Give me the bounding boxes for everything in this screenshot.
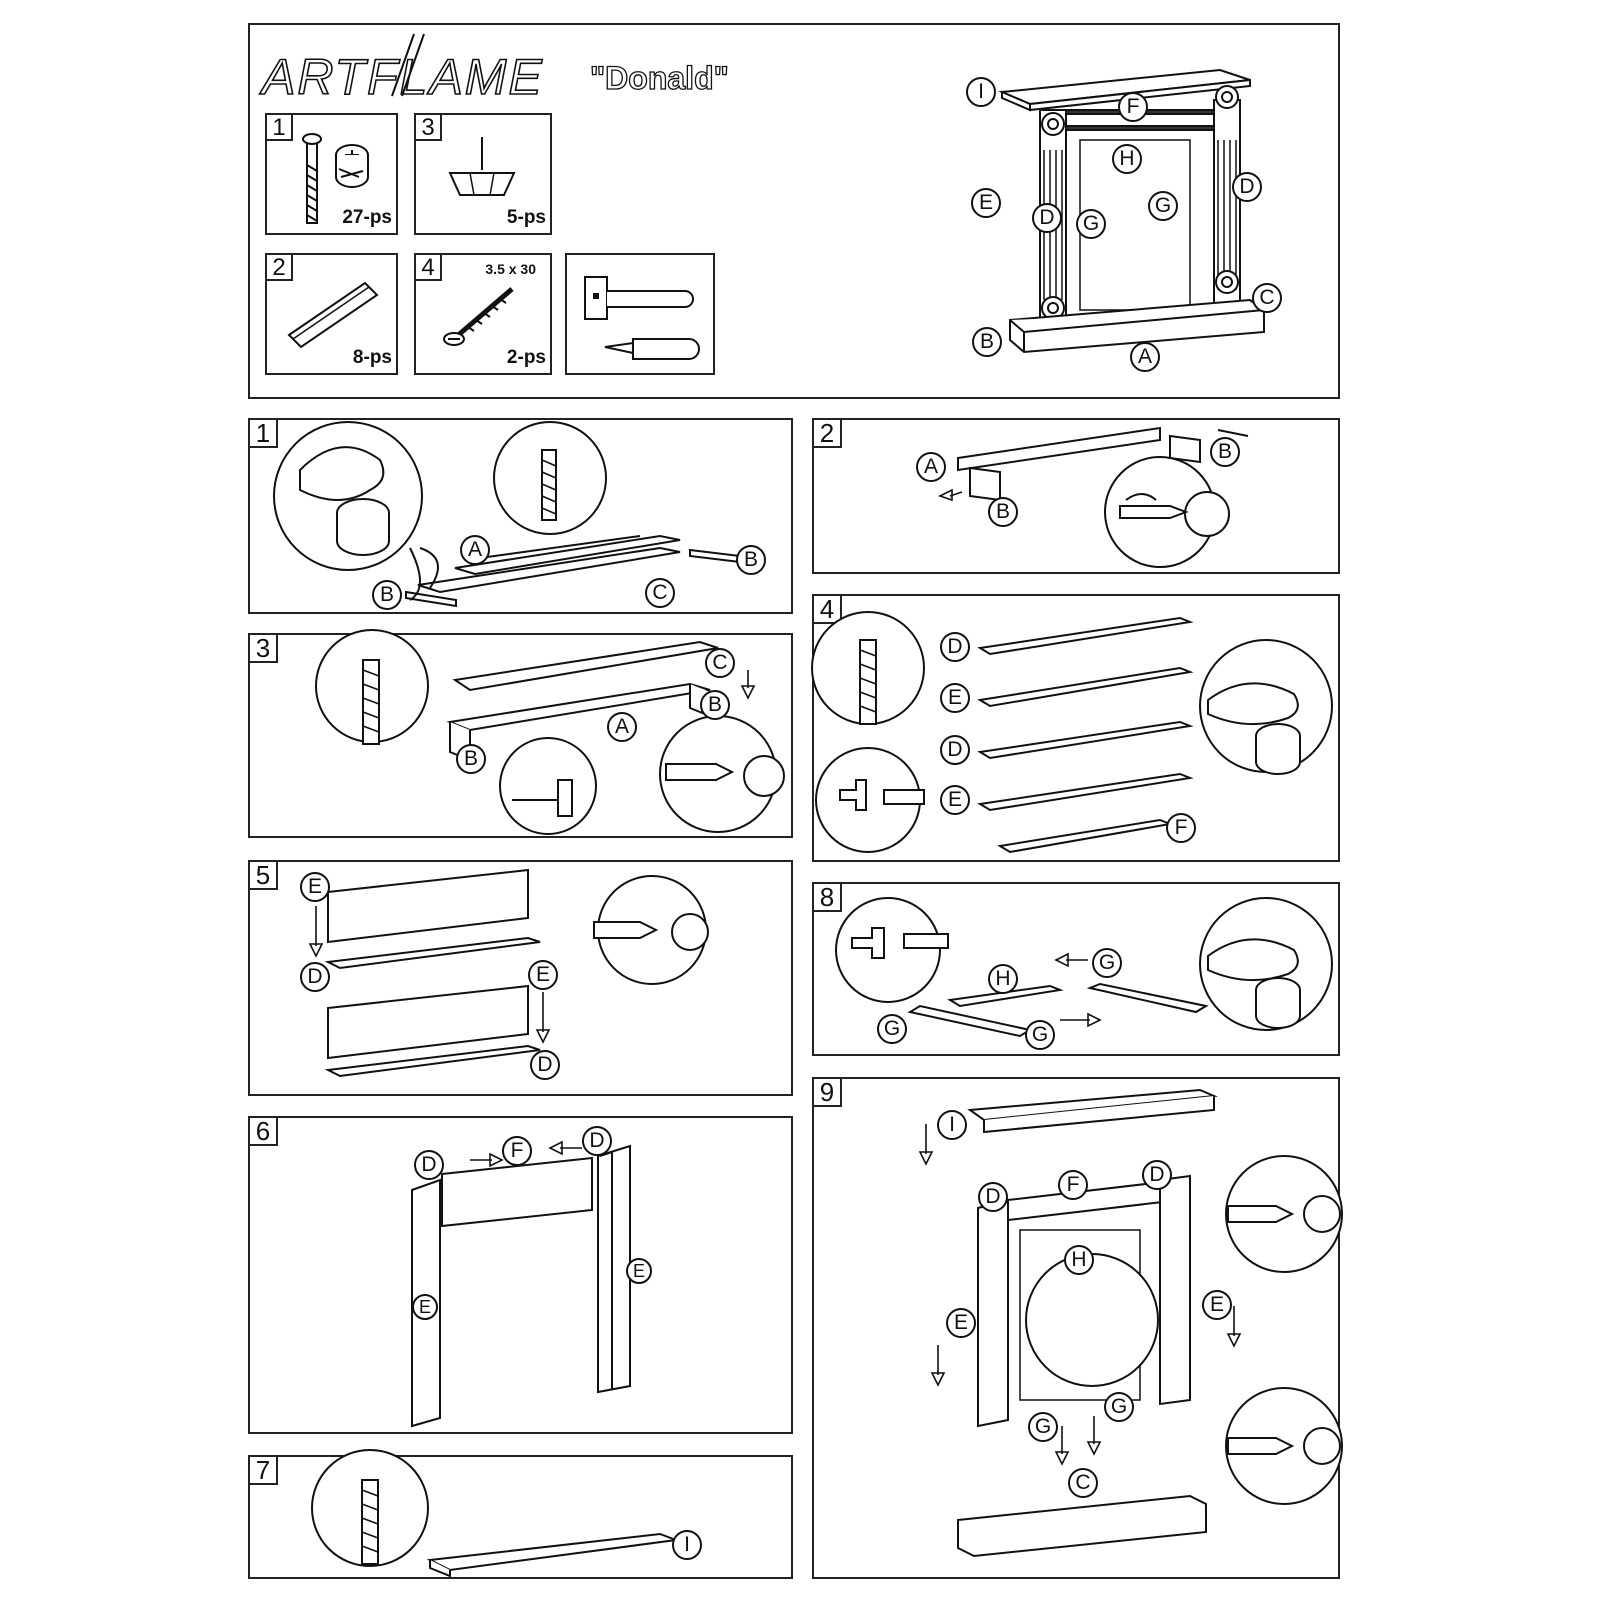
step-5-label-E1: E bbox=[300, 872, 330, 902]
kit-count: 5-ps bbox=[506, 207, 546, 228]
step-5-label-E2: E bbox=[528, 960, 558, 990]
kit-number: 2 bbox=[265, 253, 293, 281]
model-name: "Donald" bbox=[589, 59, 729, 96]
step-number: 2 bbox=[812, 418, 842, 448]
step-8-label-H: H bbox=[988, 964, 1018, 994]
brand-logo: ARTFLAME bbox=[261, 48, 544, 106]
kit-count: 27-ps bbox=[342, 207, 392, 228]
cam-bolt-and-cam-lock-icon bbox=[302, 133, 369, 224]
kit-number: 4 bbox=[414, 253, 442, 281]
step-9-label-G-left: G bbox=[1028, 1412, 1058, 1442]
step-4-label-E1: E bbox=[940, 683, 970, 713]
step-9-label-E-right: E bbox=[1202, 1290, 1232, 1320]
step-1-label-A: A bbox=[460, 535, 490, 565]
overview-label-C: C bbox=[1252, 283, 1282, 313]
wooden-dowel-icon bbox=[287, 281, 379, 349]
step-number: 6 bbox=[248, 1116, 278, 1146]
step-9-label-G-right: G bbox=[1104, 1392, 1134, 1422]
step-2-label-B-right: B bbox=[1210, 437, 1240, 467]
overview-label-A: A bbox=[1130, 342, 1160, 372]
step-4-label-F: F bbox=[1166, 813, 1196, 843]
kit-count: 2-ps bbox=[506, 347, 546, 368]
overview-label-G-right: G bbox=[1148, 191, 1178, 221]
overview-label-B: B bbox=[972, 327, 1002, 357]
step-1-label-B-left: B bbox=[372, 580, 402, 610]
overview-label-F: F bbox=[1118, 92, 1148, 122]
step-1-label-B-right: B bbox=[736, 545, 766, 575]
kit-number: 1 bbox=[265, 113, 293, 141]
step-4-label-D2: D bbox=[940, 735, 970, 765]
step-number: 5 bbox=[248, 860, 278, 890]
step-3-label-B-right: B bbox=[700, 690, 730, 720]
step-6-label-E-right: E bbox=[626, 1258, 652, 1284]
step-4-label-E2: E bbox=[940, 785, 970, 815]
step-1-label-C: C bbox=[645, 578, 675, 608]
overview-label-H: H bbox=[1112, 144, 1142, 174]
step-5-label-D1: D bbox=[300, 962, 330, 992]
kit-count: 8-ps bbox=[352, 347, 392, 368]
step-9-label-E-left: E bbox=[946, 1308, 976, 1338]
step-number: 9 bbox=[812, 1077, 842, 1107]
kit-number: 3 bbox=[414, 113, 442, 141]
hammer-and-screwdriver-icon bbox=[584, 276, 700, 360]
step-9-label-I: I bbox=[937, 1110, 967, 1140]
step-number: 7 bbox=[248, 1455, 278, 1485]
screw-size: 3.5 x 30 bbox=[485, 261, 536, 277]
step-7-panel: 7 bbox=[248, 1455, 793, 1579]
overview-label-I: I bbox=[966, 77, 996, 107]
step-7-label-I: I bbox=[672, 1530, 702, 1560]
step-number: 4 bbox=[812, 594, 842, 624]
step-number: 1 bbox=[248, 418, 278, 448]
screw-icon bbox=[443, 287, 514, 346]
step-2-label-A: A bbox=[916, 452, 946, 482]
step-9-label-D-right: D bbox=[1142, 1160, 1172, 1190]
kit-item-cam-fittings: 1 27-ps bbox=[265, 113, 398, 235]
step-8-label-G-right: G bbox=[1025, 1020, 1055, 1050]
step-5-label-D2: D bbox=[530, 1050, 560, 1080]
kit-item-dowels: 2 8-ps bbox=[265, 253, 398, 375]
step-8-label-G-top: G bbox=[1092, 948, 1122, 978]
step-6-label-E-left: E bbox=[412, 1294, 438, 1320]
overview-label-G-left: G bbox=[1076, 209, 1106, 239]
step-2-label-B-bottom: B bbox=[988, 497, 1018, 527]
step-9-label-C: C bbox=[1068, 1468, 1098, 1498]
kit-item-screws: 4 3.5 x 30 2-ps bbox=[414, 253, 552, 375]
step-9-label-H: H bbox=[1064, 1245, 1094, 1275]
step-9-panel: 9 bbox=[812, 1077, 1340, 1579]
step-1-panel: 1 bbox=[248, 418, 793, 614]
step-8-label-G-left: G bbox=[877, 1014, 907, 1044]
nail-glide-icon bbox=[448, 137, 516, 196]
kit-item-tools bbox=[565, 253, 715, 375]
kit-item-nail-glides: 3 5-ps bbox=[414, 113, 552, 235]
overview-label-D-left: D bbox=[1032, 203, 1062, 233]
step-3-label-C: C bbox=[705, 648, 735, 678]
overview-label-D-right: D bbox=[1232, 172, 1262, 202]
step-3-label-B-left: B bbox=[456, 744, 486, 774]
step-6-label-D-left: D bbox=[414, 1150, 444, 1180]
step-number: 8 bbox=[812, 882, 842, 912]
step-9-label-F: F bbox=[1058, 1170, 1088, 1200]
step-9-label-D-left: D bbox=[978, 1182, 1008, 1212]
step-4-panel: 4 bbox=[812, 594, 1340, 862]
overview-label-E: E bbox=[971, 188, 1001, 218]
step-3-label-A: A bbox=[607, 712, 637, 742]
step-6-label-F: F bbox=[502, 1136, 532, 1166]
step-6-label-D-right: D bbox=[582, 1126, 612, 1156]
step-number: 3 bbox=[248, 633, 278, 663]
step-2-panel: 2 bbox=[812, 418, 1340, 574]
step-4-label-D1: D bbox=[940, 632, 970, 662]
